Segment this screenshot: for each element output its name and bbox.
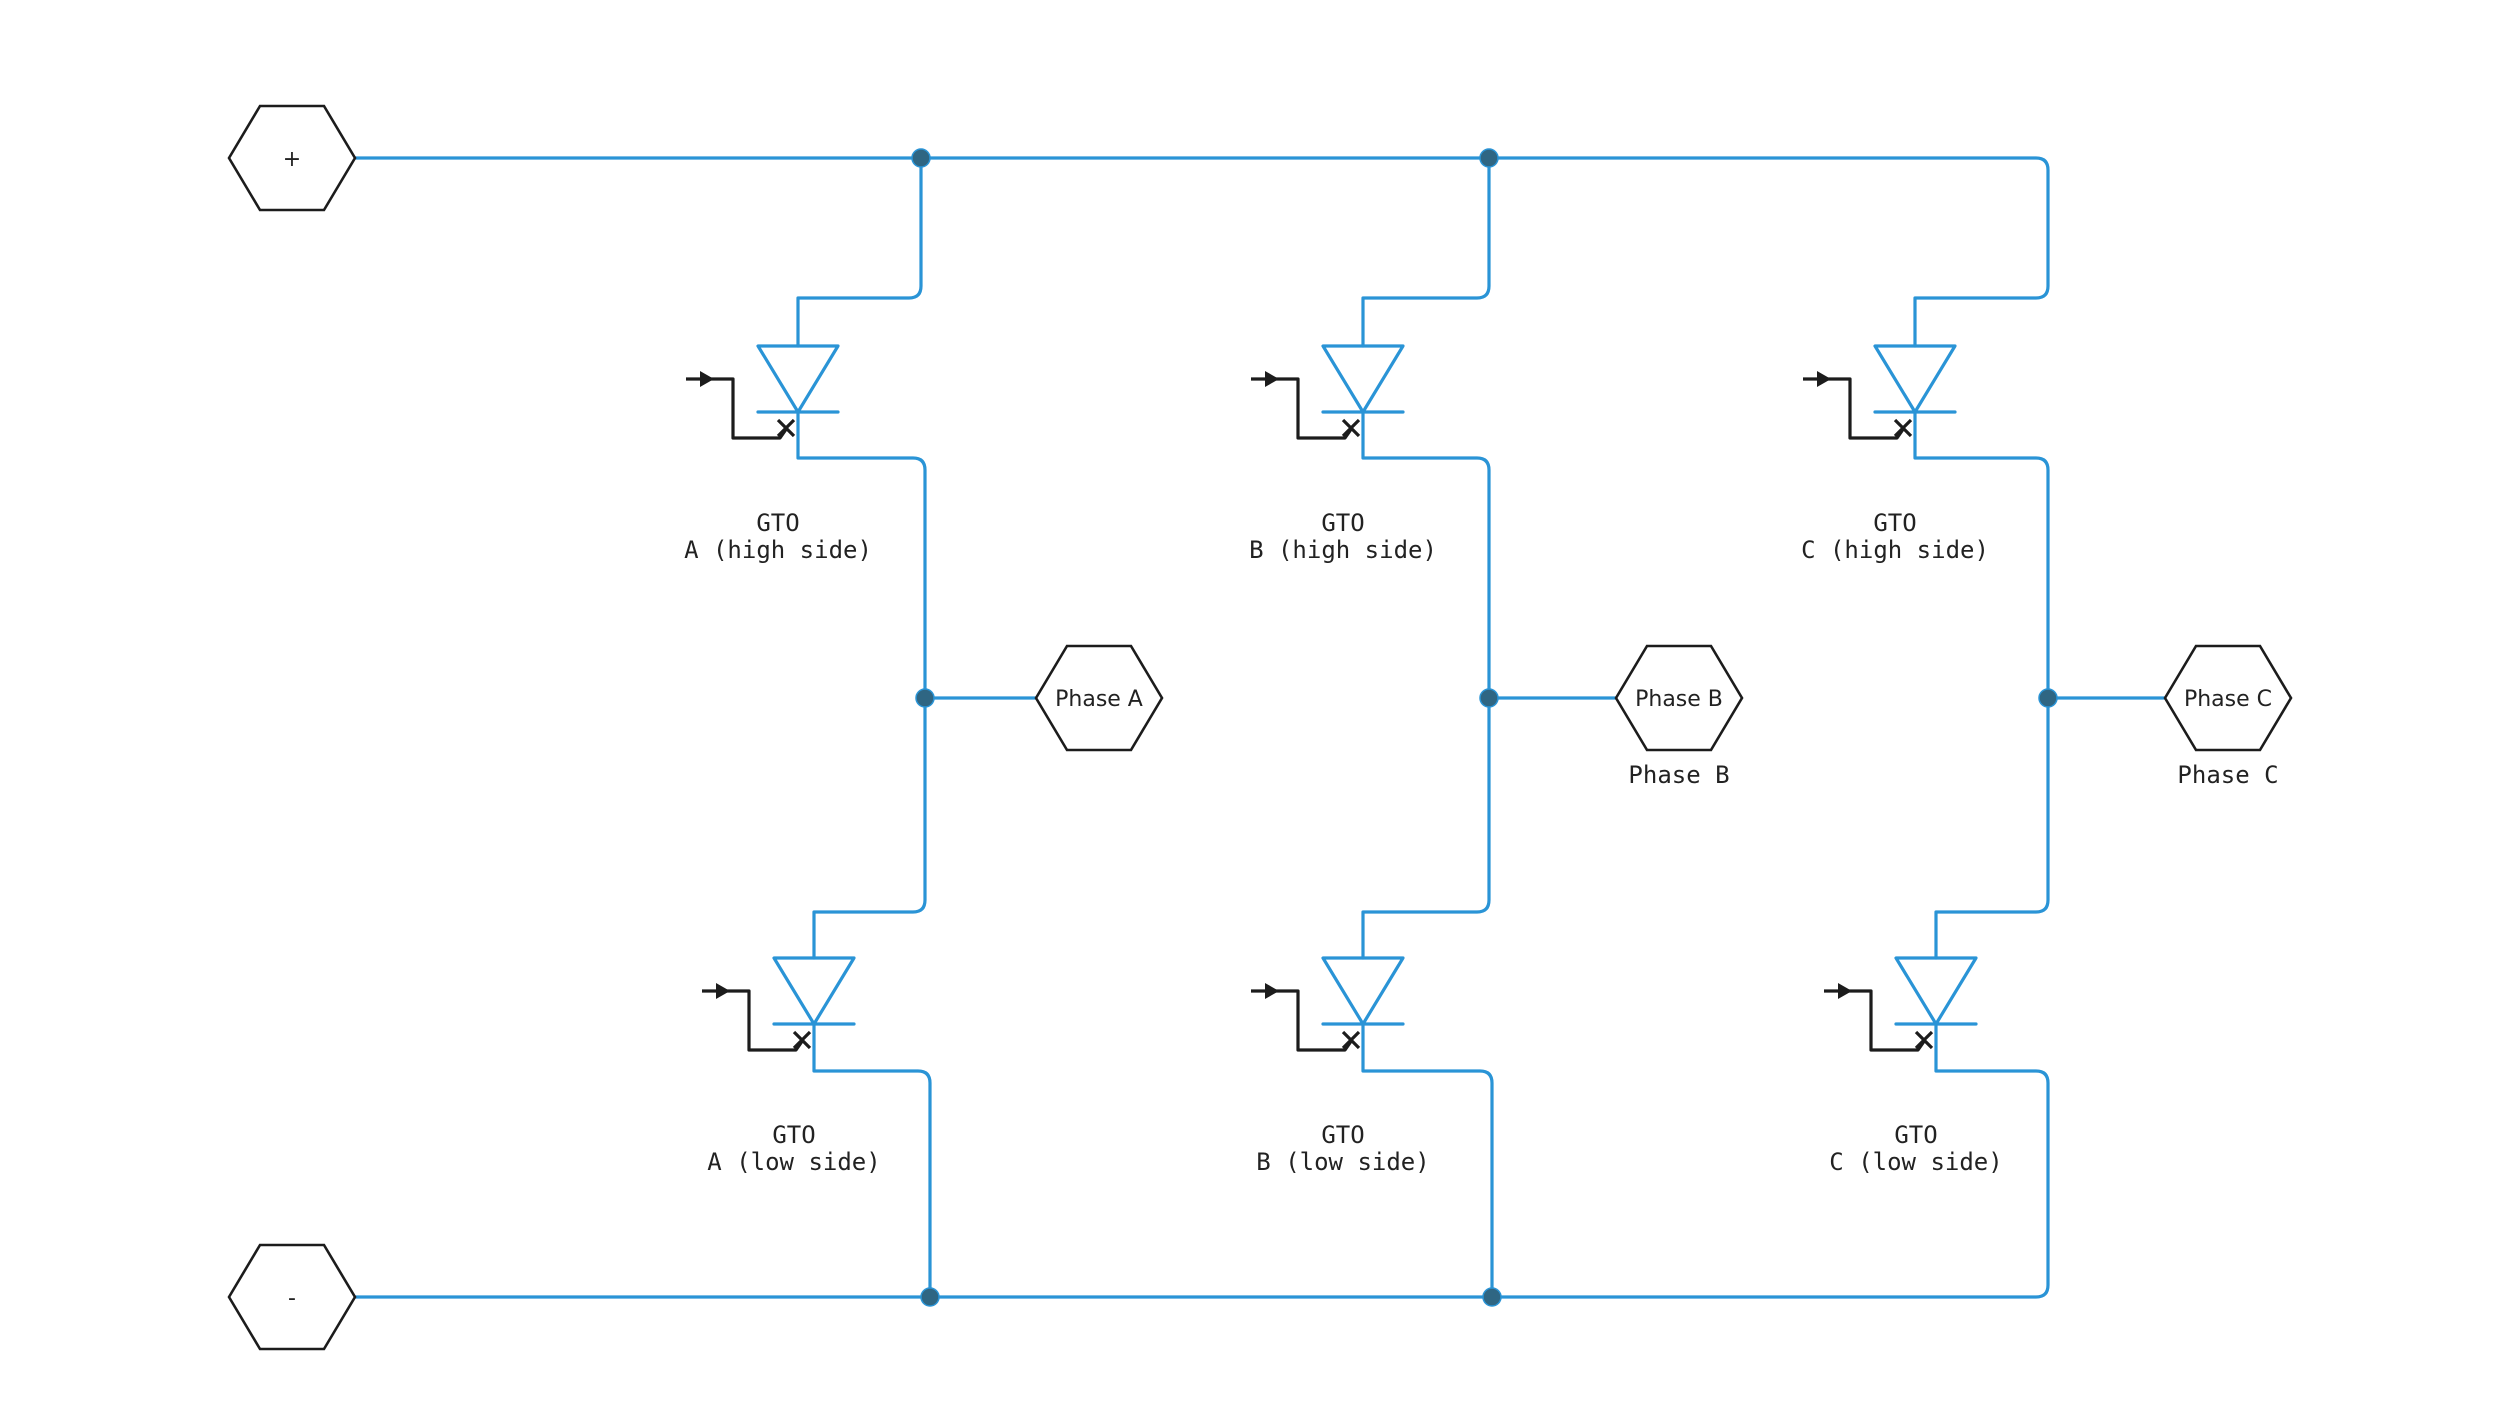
gto-body: [1873, 344, 1957, 414]
port-phase-b[interactable]: Phase B: [1614, 644, 1744, 752]
gto-c-high[interactable]: [1803, 344, 1957, 440]
port-plus[interactable]: +: [227, 104, 357, 212]
gto-b-low-name: B (low side): [1256, 1148, 1429, 1176]
gate-arrow-icon: [700, 371, 714, 387]
port-phase-a-label: Phase A: [1055, 687, 1143, 712]
gto-body: [772, 956, 856, 1026]
leg-b-mid: [1361, 410, 1491, 960]
gate-lead: [1803, 377, 1906, 440]
gto-body: [1321, 956, 1405, 1026]
port-hexagon: [227, 104, 357, 212]
dc-plus-rail: [353, 156, 2050, 348]
gto-b-low-type: GTO: [1321, 1121, 1364, 1149]
leg-c-mid: [1913, 410, 2050, 960]
gate-cross-icon: [1341, 418, 1361, 438]
gate-arrow-icon: [1817, 371, 1831, 387]
gate-lead: [1824, 989, 1927, 1052]
gto-a-low-name: A (low side): [707, 1148, 880, 1176]
gate-arrow-icon: [1838, 983, 1852, 999]
junctions: [911, 148, 2058, 1307]
gate-cross-icon: [1914, 1030, 1934, 1050]
junction-phase-a: [915, 688, 935, 708]
leg-a-mid: [796, 410, 927, 960]
port-hexagon: [1034, 644, 1164, 752]
gto-c-low-name: C (low side): [1829, 1148, 2002, 1176]
leg-b-bottom: [1361, 1022, 1494, 1299]
port-hexagon: [2163, 644, 2293, 752]
port-hexagon: [1614, 644, 1744, 752]
gate-cross-icon: [1893, 418, 1913, 438]
gate-arrow-icon: [1265, 983, 1279, 999]
gate-lead: [702, 989, 805, 1052]
gto-body: [756, 344, 840, 414]
wires: [353, 156, 2167, 1299]
gto-b-high[interactable]: [1251, 344, 1405, 440]
port-plus-label: +: [283, 147, 301, 172]
port-phase-a[interactable]: Phase A: [1034, 644, 1164, 752]
port-minus[interactable]: -: [227, 1243, 357, 1351]
gto-body: [1894, 956, 1978, 1026]
gate-cross-icon: [776, 418, 796, 438]
junction-plus-a: [911, 148, 931, 168]
dc-minus-rail: [353, 1022, 2050, 1299]
gate-arrow-icon: [716, 983, 730, 999]
gate-cross-icon: [1341, 1030, 1361, 1050]
leg-b-top: [1361, 156, 1491, 348]
phase-c-caption: Phase C: [2177, 761, 2278, 789]
gto-a-high-type: GTO: [756, 509, 799, 537]
gto-a-high[interactable]: [686, 344, 840, 440]
gto-c-low-type: GTO: [1894, 1121, 1937, 1149]
gto-b-high-type: GTO: [1321, 509, 1364, 537]
gto-b-low[interactable]: [1251, 956, 1405, 1052]
gate-lead: [1251, 989, 1354, 1052]
junction-phase-c: [2038, 688, 2058, 708]
junction-minus-a: [920, 1287, 940, 1307]
port-phase-c[interactable]: Phase C: [2163, 644, 2293, 752]
port-phase-b-label: Phase B: [1635, 687, 1723, 712]
phase-b-caption: Phase B: [1628, 761, 1729, 789]
labels: GTO A (high side) GTO B (high side) GTO …: [684, 509, 2279, 1176]
gto-a-high-name: A (high side): [684, 536, 872, 564]
junction-phase-b: [1479, 688, 1499, 708]
gto-a-low[interactable]: [702, 956, 856, 1052]
junction-plus-b: [1479, 148, 1499, 168]
gate-arrow-icon: [1265, 371, 1279, 387]
gate-lead: [686, 377, 789, 440]
gto-a-low-type: GTO: [772, 1121, 815, 1149]
junction-minus-b: [1482, 1287, 1502, 1307]
gto-c-low[interactable]: [1824, 956, 1978, 1052]
port-minus-label: -: [288, 1286, 296, 1311]
port-phase-c-label: Phase C: [2184, 687, 2272, 712]
port-hexagon: [227, 1243, 357, 1351]
gto-c-high-name: C (high side): [1801, 536, 1989, 564]
gto-body: [1321, 344, 1405, 414]
gto-c-high-type: GTO: [1873, 509, 1916, 537]
leg-a-bottom: [812, 1022, 932, 1299]
gate-lead: [1251, 377, 1354, 440]
leg-a-top: [796, 156, 923, 348]
gto-b-high-name: B (high side): [1249, 536, 1437, 564]
gate-cross-icon: [792, 1030, 812, 1050]
